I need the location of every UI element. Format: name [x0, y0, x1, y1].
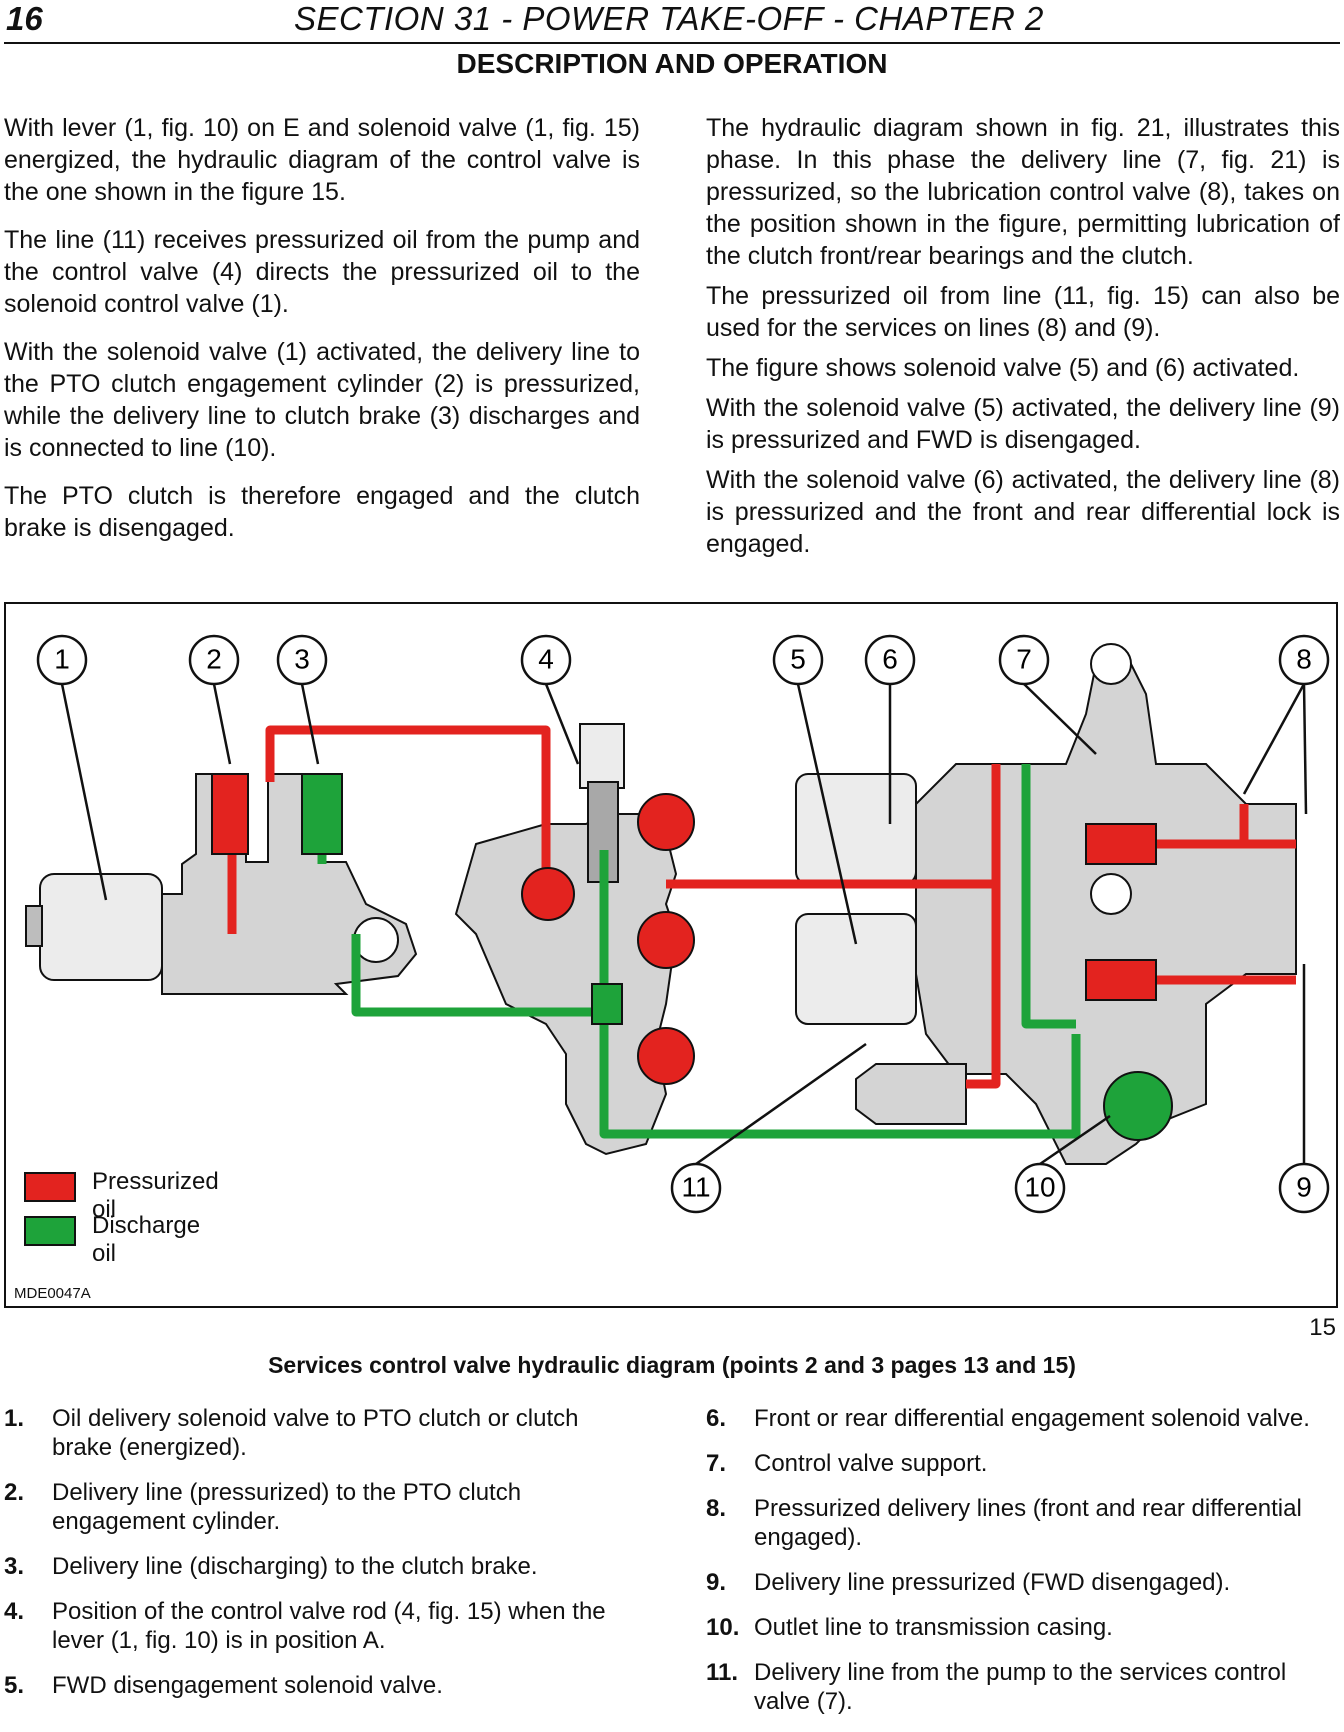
- list-text: Delivery line from the pump to the servi…: [754, 1659, 1287, 1715]
- callout-3: 3: [276, 634, 328, 686]
- callout-11: 11: [670, 1162, 722, 1214]
- callout-label: 2: [206, 643, 222, 674]
- list-text: Oil delivery solenoid valve to PTO clutc…: [52, 1405, 579, 1461]
- hydraulic-diagram-figure: 1 2 3 4 5 6 7 8 11 10 9 Pressurized oil …: [4, 602, 1338, 1308]
- callout-1: 1: [36, 634, 88, 686]
- list-number: 6.: [706, 1405, 727, 1432]
- callout-markers: 1 2 3 4 5 6 7 8 11 10 9: [36, 634, 1330, 1214]
- page-number: 16: [6, 0, 43, 37]
- legend-label: Pressurized oil: [92, 1168, 219, 1223]
- section-title: SECTION 31 - POWER TAKE-OFF - CHAPTER 2: [294, 0, 1044, 37]
- list-text: Position of the control valve rod (4, fi…: [52, 1598, 606, 1654]
- parts-list-left: 1. Oil delivery solenoid valve to PTO clu…: [4, 1404, 644, 1716]
- chapter-title: DESCRIPTION AND OPERATION: [456, 48, 888, 79]
- list-item: 3. Delivery line (discharging) to the clu…: [4, 1552, 644, 1581]
- callout-label: 10: [1024, 1171, 1055, 1202]
- callout-8: 8: [1278, 634, 1330, 686]
- solenoid-5-body: [795, 913, 917, 1025]
- body-paragraph: The figure shows solenoid valve (5) and …: [706, 354, 1300, 382]
- callout-label: 7: [1016, 643, 1032, 674]
- list-number: 9.: [706, 1569, 727, 1596]
- list-item: 7. Control valve support.: [706, 1449, 1340, 1478]
- list-text: Delivery line (pressurized) to the PTO c…: [52, 1479, 522, 1535]
- callout-label: 5: [790, 643, 806, 674]
- list-text: Outlet line to transmission casing.: [754, 1614, 1113, 1641]
- list-item: 8. Pressurized delivery lines (front and …: [706, 1494, 1340, 1552]
- body-paragraph: With the solenoid valve (6) activated, t…: [706, 466, 1340, 558]
- callout-label: 3: [294, 643, 310, 674]
- body-paragraph: The PTO clutch is therefore engaged and …: [4, 482, 640, 542]
- list-item: 6. Front or rear differential engagement …: [706, 1404, 1340, 1433]
- parts-list-right: 6. Front or rear differential engagement …: [706, 1404, 1340, 1732]
- list-item: 9. Delivery line pressurized (FWD disenga…: [706, 1568, 1340, 1597]
- hydraulic-diagram: [25, 643, 1308, 1166]
- list-item: 2. Delivery line (pressurized) to the PTO…: [4, 1478, 644, 1536]
- callout-5: 5: [772, 634, 824, 686]
- callout-label: 4: [538, 643, 554, 674]
- list-text: Control valve support.: [754, 1450, 988, 1477]
- list-item: 5. FWD disengagement solenoid valve.: [4, 1671, 644, 1700]
- port-fitting-11: [855, 1063, 967, 1125]
- list-item: 11. Delivery line from the pump to the se…: [706, 1658, 1340, 1716]
- body-paragraph: With lever (1, fig. 10) on E and solenoi…: [4, 114, 640, 206]
- callout-label: 11: [681, 1171, 710, 1202]
- list-text: FWD disengagement solenoid valve.: [52, 1672, 443, 1699]
- body-paragraph: The line (11) receives pressurized oil f…: [4, 226, 640, 318]
- list-text: Delivery line (discharging) to the clutc…: [52, 1553, 538, 1580]
- list-number: 5.: [4, 1672, 25, 1699]
- discharge-chambers: [301, 773, 1173, 1141]
- body-paragraph: With the solenoid valve (1) activated, t…: [4, 338, 640, 462]
- list-number: 8.: [706, 1495, 727, 1522]
- callout-10: 10: [1014, 1162, 1066, 1214]
- body-left-column: With lever (1, fig. 10) on E and solenoi…: [4, 112, 640, 560]
- body-paragraph: The hydraulic diagram shown in fig. 21, …: [706, 114, 1340, 270]
- list-number: 1.: [4, 1405, 25, 1432]
- list-number: 7.: [706, 1450, 727, 1477]
- callout-label: 9: [1296, 1171, 1312, 1202]
- discharge-swatch: [24, 1216, 76, 1246]
- callout-label: 6: [882, 643, 898, 674]
- list-number: 4.: [4, 1598, 25, 1625]
- list-item: 1. Oil delivery solenoid valve to PTO clu…: [4, 1404, 644, 1462]
- figure-caption: Services control valve hydraulic diagram…: [268, 1352, 1076, 1378]
- pressurized-swatch: [24, 1172, 76, 1202]
- list-item: 4. Position of the control valve rod (4, …: [4, 1597, 644, 1655]
- list-number: 3.: [4, 1553, 25, 1580]
- list-number: 10.: [706, 1614, 740, 1641]
- callout-2: 2: [188, 634, 240, 686]
- list-number: 11.: [706, 1659, 739, 1686]
- list-number: 2.: [4, 1479, 25, 1506]
- callout-9: 9: [1278, 1162, 1330, 1214]
- callout-leaders: [60, 683, 1308, 1166]
- callout-label: 8: [1296, 643, 1312, 674]
- list-text: Pressurized delivery lines (front and re…: [754, 1495, 1302, 1551]
- pressurized-chambers: [211, 773, 1157, 1085]
- figure-code: MDE0047A: [14, 1285, 91, 1302]
- list-text: Front or rear differential engagement so…: [754, 1405, 1310, 1432]
- body-paragraph: The pressurized oil from line (11, fig. …: [706, 282, 1340, 342]
- callout-4: 4: [520, 634, 572, 686]
- legend-label: Discharge oil: [92, 1212, 201, 1267]
- list-text: Delivery line pressurized (FWD disengage…: [754, 1569, 1231, 1596]
- body-right-column: The hydraulic diagram shown in fig. 21, …: [706, 112, 1340, 568]
- list-item: 10. Outlet line to transmission casing.: [706, 1613, 1340, 1642]
- callout-6: 6: [864, 634, 916, 686]
- page-header: 16 SECTION 31 - POWER TAKE-OFF - CHAPTER…: [4, 0, 1340, 44]
- callout-7: 7: [998, 634, 1050, 686]
- body-paragraph: With the solenoid valve (5) activated, t…: [706, 394, 1340, 454]
- callout-label: 1: [54, 643, 70, 674]
- figure-number: 15: [1309, 1314, 1336, 1341]
